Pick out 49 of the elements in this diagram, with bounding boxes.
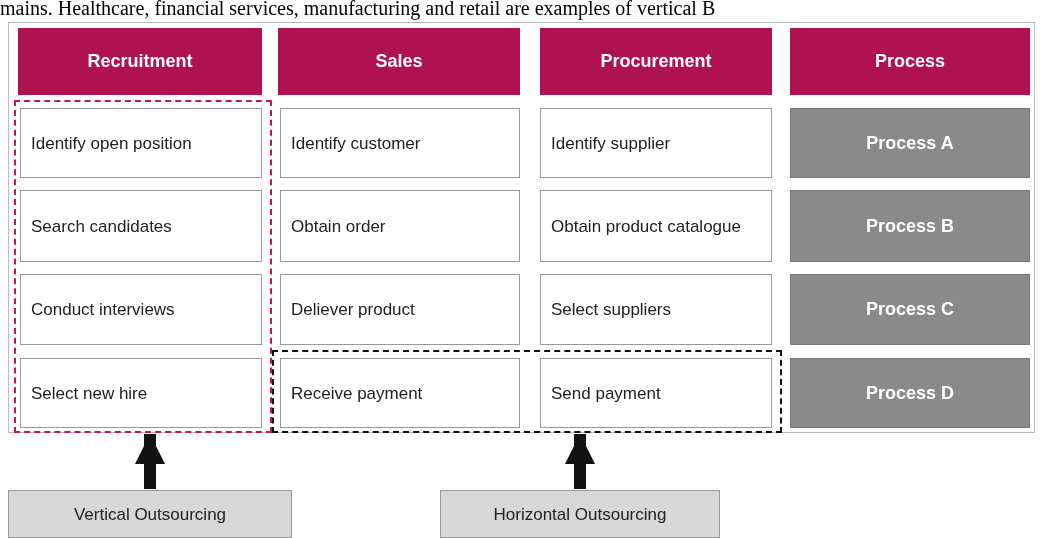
process-box <box>790 190 1030 262</box>
task-box <box>540 108 772 178</box>
task-box <box>540 358 772 428</box>
task-box <box>20 358 262 428</box>
arrow <box>565 434 595 489</box>
column-header <box>278 28 520 95</box>
box-text: Identify open position <box>31 133 192 153</box>
dashed-group-frame <box>272 350 782 433</box>
task-box <box>540 190 772 262</box>
dashed-group-frame <box>14 100 272 433</box>
task-box <box>280 190 520 262</box>
task-box <box>20 108 262 178</box>
column-header <box>790 28 1030 95</box>
box-text: Identify customer <box>291 133 421 153</box>
arrow <box>135 434 165 489</box>
header-text: Process <box>874 52 946 71</box>
box-text: Conduct interviews <box>31 300 175 319</box>
column-header <box>18 28 262 95</box>
task-box <box>20 190 262 262</box>
caption-text: mains. Healthcare, financial services, manufacturing and retail are examples of vertical B <box>0 0 716 20</box>
process-box <box>790 274 1030 345</box>
column-header <box>540 28 772 95</box>
box-text: Select suppliers <box>551 300 671 319</box>
header-text: Sales <box>375 52 423 71</box>
outsourcing-box <box>8 490 292 538</box>
box-text: Receive payment <box>291 383 423 403</box>
task-box <box>280 274 520 345</box>
task-box <box>20 274 262 345</box>
box-text: Vertical Outsourcing <box>73 504 227 524</box>
header-text: Recruitment <box>87 52 193 71</box>
box-text: Send payment <box>551 383 661 403</box>
header-text: Procurement <box>600 52 712 71</box>
box-text: Identify supplier <box>551 133 671 153</box>
box-text: Process B <box>865 216 955 236</box>
task-box <box>280 108 520 178</box>
task-box <box>280 358 520 428</box>
box-text: Obtain order <box>291 216 386 236</box>
process-box <box>790 108 1030 178</box>
task-box <box>540 274 772 345</box>
box-text: Search candidates <box>31 216 172 236</box>
box-text: Process C <box>865 300 955 319</box>
box-text: Deliever product <box>291 300 415 319</box>
box-text: Obtain product catalogue <box>551 216 741 236</box>
box-text: Process D <box>865 383 955 403</box>
process-box <box>790 358 1030 428</box>
box-text: Horizontal Outsourcing <box>493 504 667 524</box>
outsourcing-box <box>440 490 720 538</box>
box-text: Select new hire <box>31 383 148 403</box>
box-text: Process A <box>866 133 954 153</box>
